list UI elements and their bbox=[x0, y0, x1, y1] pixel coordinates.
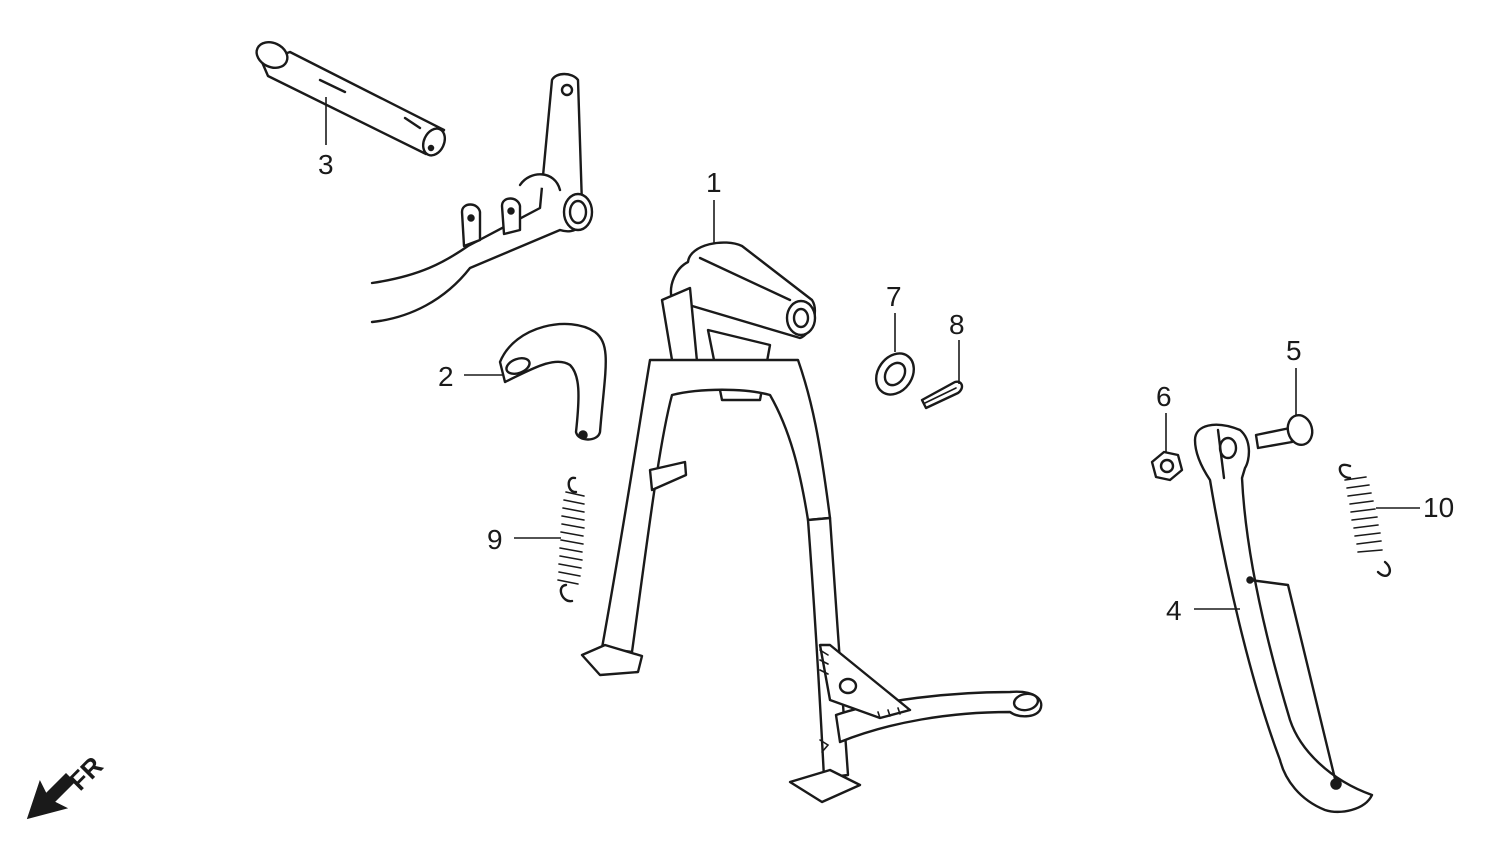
callout-2: 2 bbox=[438, 361, 454, 392]
callout-3: 3 bbox=[318, 149, 334, 180]
main-stand-part bbox=[580, 200, 1043, 804]
washer-part bbox=[875, 313, 915, 396]
callout-1: 1 bbox=[706, 167, 722, 198]
pivot-shaft-part bbox=[255, 40, 447, 157]
callout-7: 7 bbox=[886, 281, 902, 312]
spring-right-part bbox=[1338, 463, 1420, 577]
callout-9: 9 bbox=[487, 524, 503, 555]
cotter-pin-part bbox=[920, 340, 964, 410]
direction-marker: FR bbox=[26, 750, 109, 820]
side-stand-part bbox=[1193, 423, 1374, 814]
arrow-down-left-icon bbox=[26, 772, 76, 820]
bolt-part bbox=[1254, 368, 1314, 450]
callout-10: 10 bbox=[1423, 492, 1454, 523]
callout-6: 6 bbox=[1156, 381, 1172, 412]
nut-part bbox=[1150, 413, 1184, 482]
callout-8: 8 bbox=[949, 309, 965, 340]
callout-5: 5 bbox=[1286, 335, 1302, 366]
stopper-plate-part bbox=[464, 322, 607, 441]
frame-bracket bbox=[370, 72, 594, 324]
spring-left-part bbox=[514, 476, 585, 603]
callout-4: 4 bbox=[1166, 595, 1182, 626]
fr-label: FR bbox=[63, 750, 109, 796]
